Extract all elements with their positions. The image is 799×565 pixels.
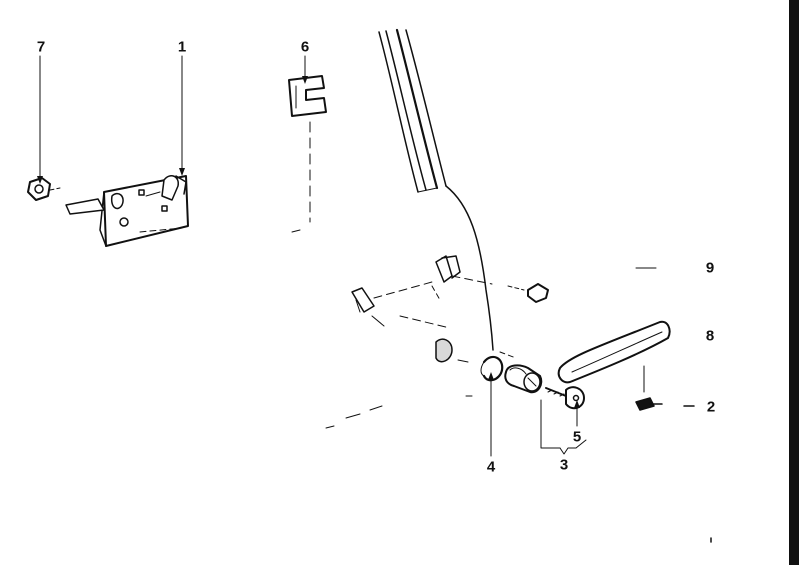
callout-3: 3 — [559, 456, 569, 474]
page-edge-bar — [789, 0, 799, 565]
group-bracket-3 — [540, 399, 587, 455]
callout-7: 7 — [36, 38, 46, 56]
rubber-bumper — [507, 267, 657, 303]
lock-cylinder — [504, 364, 543, 394]
callout-5: 5 — [572, 428, 582, 446]
nut — [27, 177, 61, 201]
screw — [635, 397, 695, 411]
door-latch-plate — [65, 175, 189, 247]
callout-4: 4 — [486, 458, 496, 476]
leader-lines — [39, 55, 578, 457]
door-frame — [378, 28, 494, 351]
callout-2: 2 — [706, 398, 716, 416]
callout-9: 9 — [705, 259, 715, 277]
arrowheads — [37, 76, 580, 408]
callout-6: 6 — [300, 38, 310, 56]
outer-door-handle — [557, 320, 671, 393]
callout-8: 8 — [705, 327, 715, 345]
key — [545, 386, 585, 410]
circlip — [465, 355, 504, 397]
striker-clip — [288, 75, 327, 233]
door-lock-mechanism — [325, 255, 517, 429]
callout-1: 1 — [177, 38, 187, 56]
